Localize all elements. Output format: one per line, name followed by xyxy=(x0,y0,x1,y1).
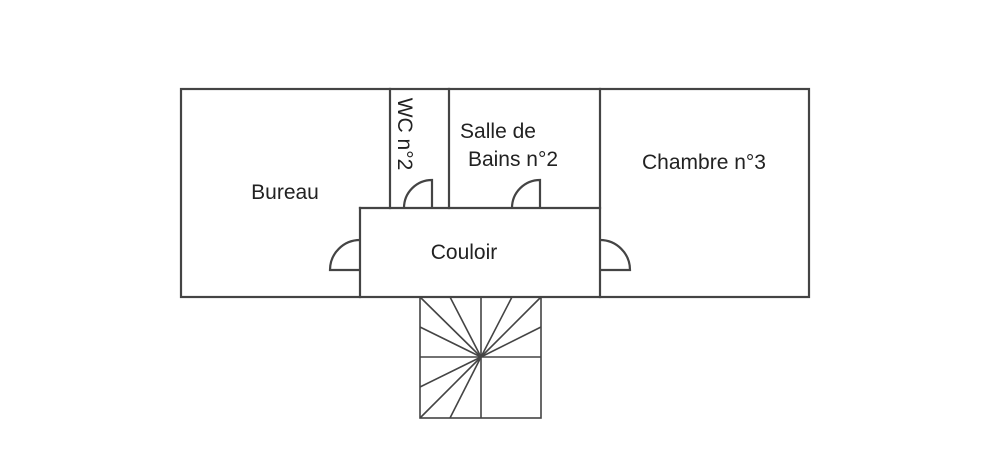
room-label-bureau: Bureau xyxy=(251,181,319,204)
door-chambre xyxy=(599,238,632,272)
room-label-chambre: Chambre n°3 xyxy=(642,151,766,174)
stair-line xyxy=(419,296,482,358)
room-label-salle-de-bains-line2: Bains n°2 xyxy=(468,148,558,171)
stair-line xyxy=(480,296,513,358)
stair-line xyxy=(449,356,482,419)
stair-line xyxy=(419,326,482,358)
staircase xyxy=(419,296,542,419)
room-label-salle-de-bains-line1: Salle de xyxy=(460,120,536,143)
stair-line xyxy=(480,326,542,358)
room-label-wc: WC n°2 xyxy=(393,98,416,171)
door-bureau xyxy=(328,238,361,272)
door-wc xyxy=(402,178,434,209)
stair-line xyxy=(449,296,482,358)
stair-line xyxy=(480,296,542,358)
room-label-couloir: Couloir xyxy=(431,241,498,264)
stair-line xyxy=(419,356,482,388)
door-salle-de-bains xyxy=(510,178,542,209)
stair-line xyxy=(419,356,482,419)
